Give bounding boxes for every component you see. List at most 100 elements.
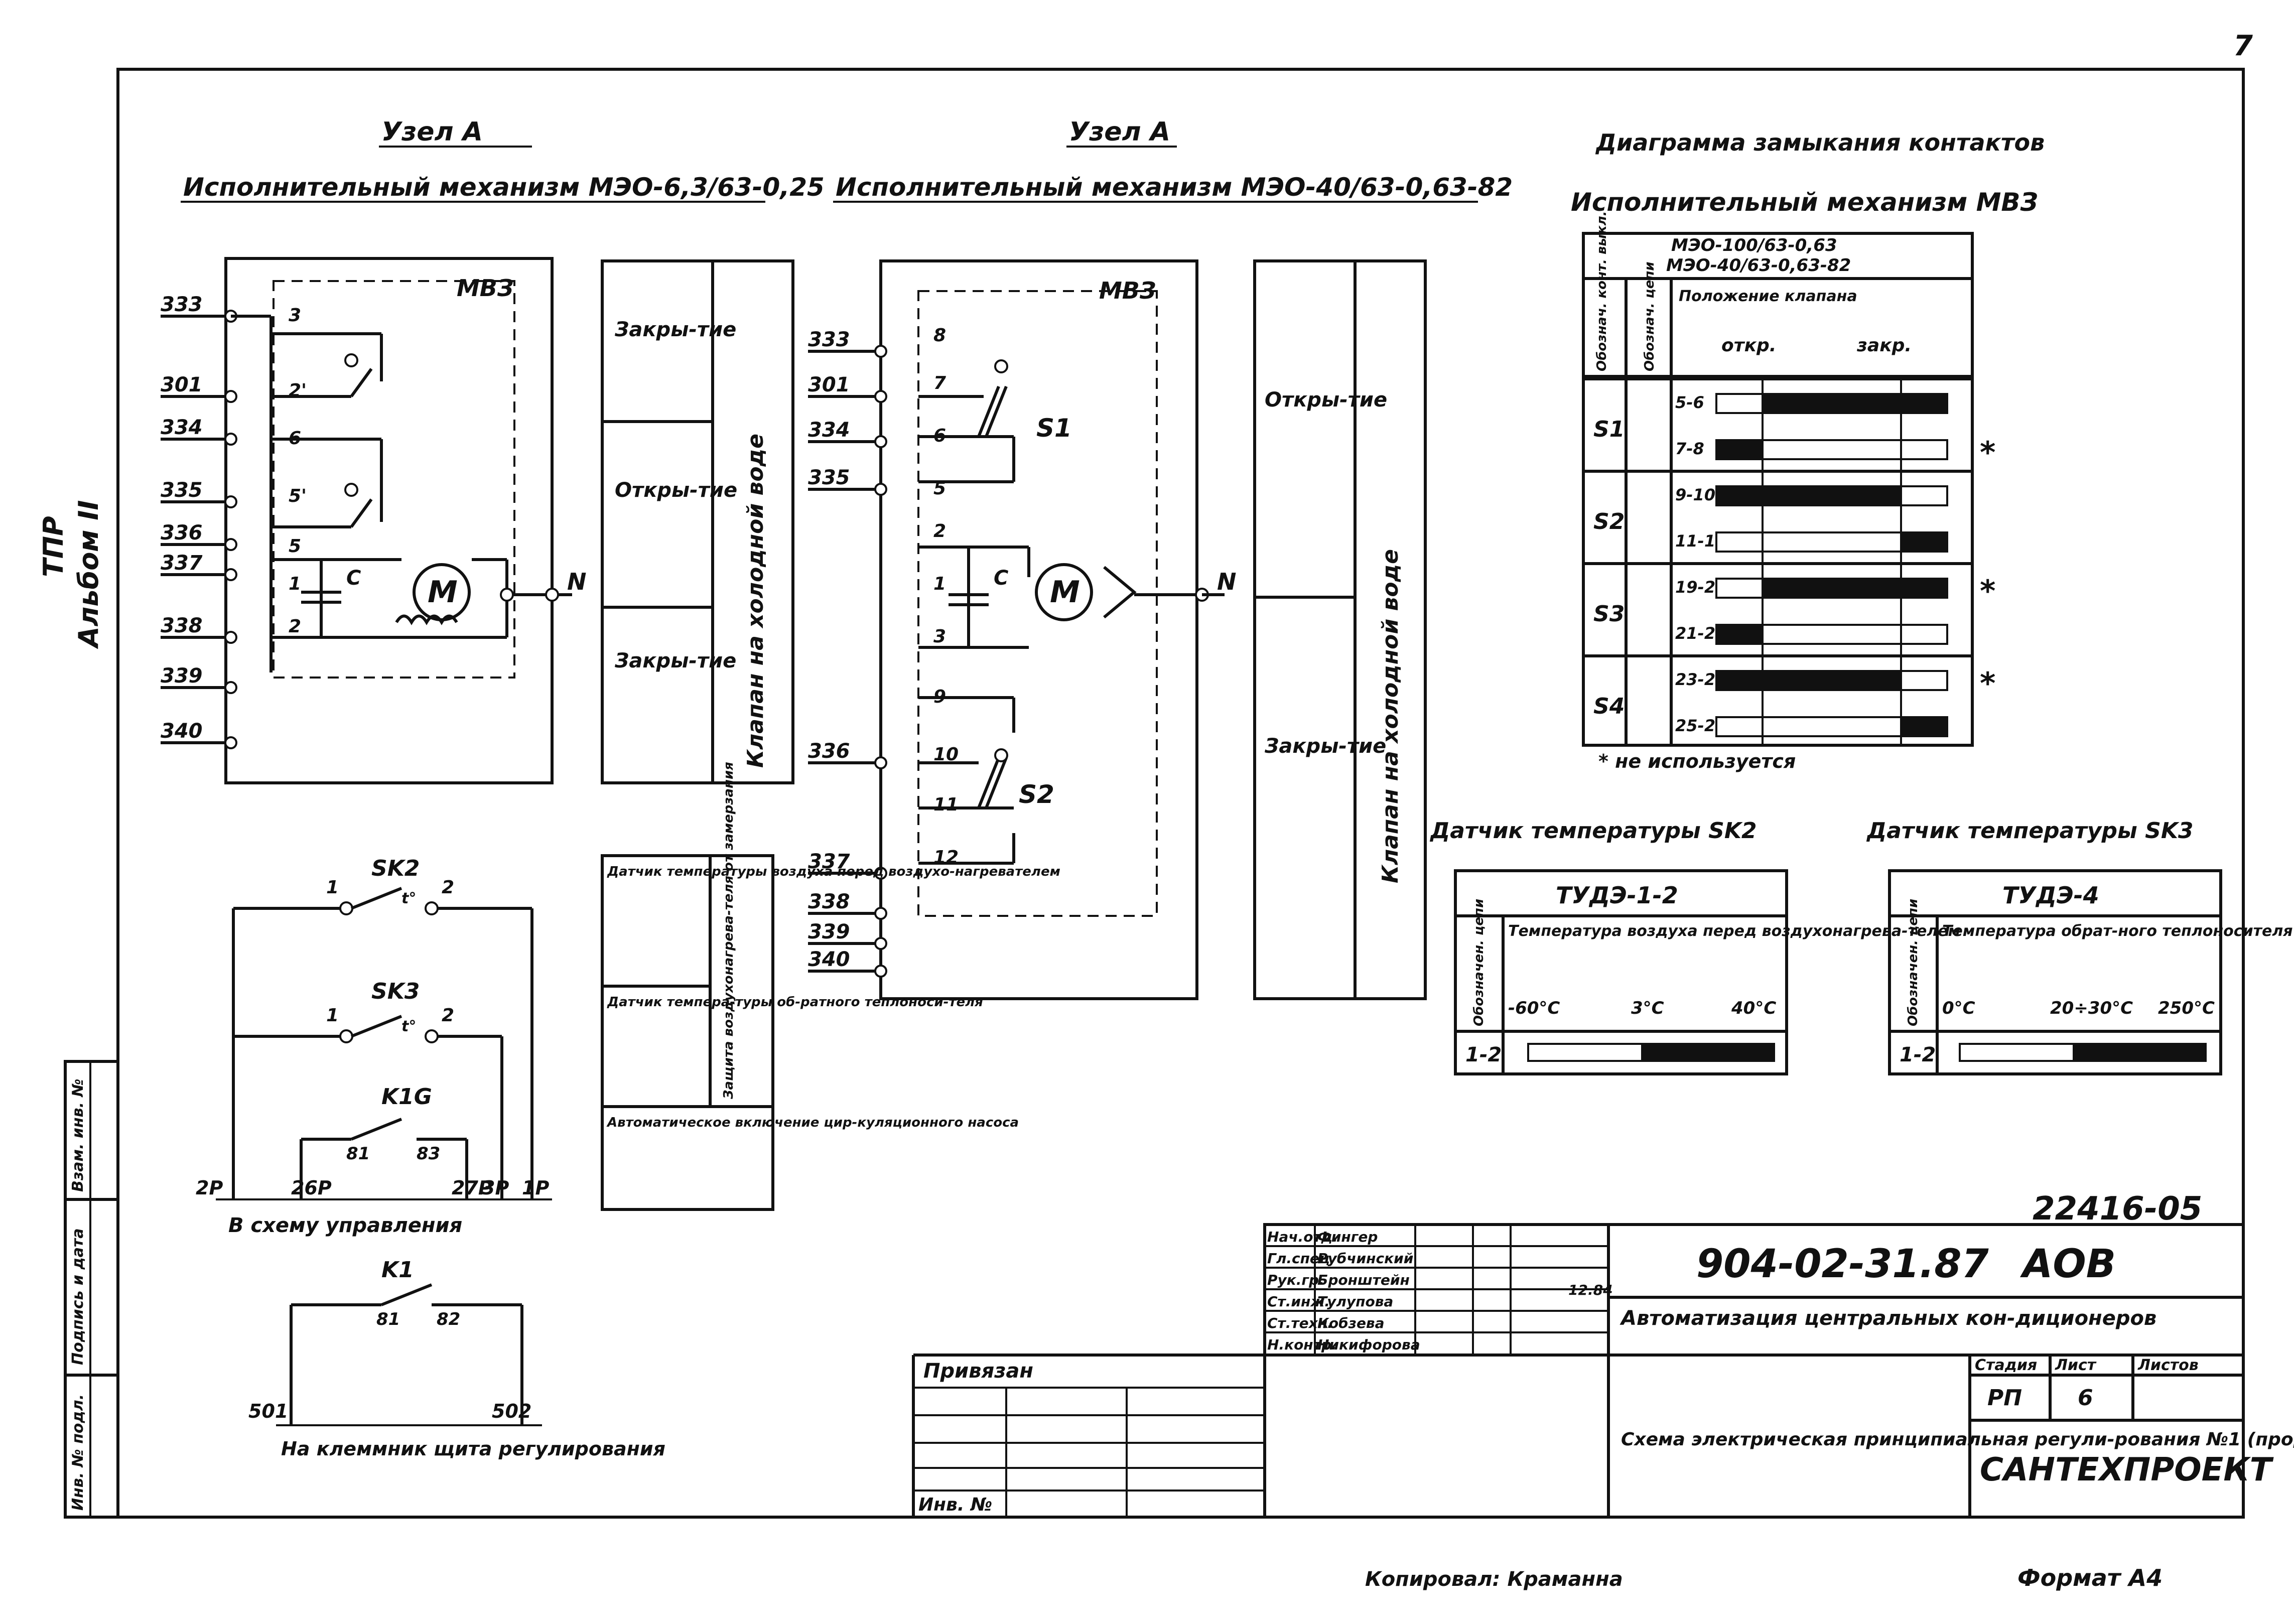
terminal-node — [224, 433, 237, 446]
sk3-c1: 1 — [326, 1005, 339, 1026]
left-state-table — [601, 259, 794, 784]
label-closed: закр. — [1856, 335, 1912, 356]
legend-1-func: Защита воздухонагрева-теля от замерзания — [721, 762, 736, 1100]
sk2-tick-2: 3°C — [1631, 998, 1664, 1018]
terminal-label: 336 — [161, 521, 203, 545]
sensor-sk2-title: Датчик температуры SK2 — [1429, 818, 1757, 844]
terminal-node — [874, 390, 887, 403]
term-2p: 2P — [196, 1177, 223, 1199]
left-state-2: Откры-тие — [615, 479, 737, 502]
terminal-node — [224, 390, 237, 403]
bound-label: Привязан — [923, 1360, 1033, 1383]
contact-circuit: 7-8 — [1675, 439, 1704, 458]
mid-scheme-title: Исполнительный механизм МЭО-40/63-0,63-8… — [836, 173, 1513, 202]
contact-switch: S3 — [1593, 601, 1625, 627]
sensor-sk2-model: ТУДЭ-1-2 — [1556, 882, 1678, 909]
terminal-node — [224, 681, 237, 694]
term-26p: 26P — [291, 1177, 332, 1199]
unused-marker: * — [1980, 666, 1995, 701]
k1g-label: K1G — [381, 1084, 432, 1110]
switch-blade — [977, 757, 1000, 809]
sheet-label: Лист — [2055, 1357, 2097, 1374]
left-valve-label: Клапан на холодной воде — [743, 434, 768, 768]
contact-switch: S2 — [1593, 509, 1625, 534]
doc-code: 904-02-31.87 — [1696, 1242, 1989, 1287]
sk2-row: 1-2 — [1465, 1043, 1502, 1066]
inv-label: Инв. № — [918, 1495, 992, 1515]
sk3-col-circuit: Обозначен. цепи — [1906, 899, 1921, 1026]
terminal-label: 301 — [161, 373, 203, 396]
contact-number: 6 — [289, 428, 301, 449]
contact-blade — [350, 1015, 402, 1038]
role-name: Тулупова — [1317, 1293, 1393, 1310]
terminal-label: 333 — [808, 328, 850, 351]
motor-winding — [395, 614, 458, 625]
legend-1: Датчик температуры воздуха перед воздухо… — [607, 864, 1060, 879]
copied-by: Копировал: Краманна — [1365, 1568, 1623, 1591]
col-contact: Обознач. конт. выкл. — [1594, 211, 1609, 371]
k1-c2: 82 — [437, 1309, 460, 1329]
role-title: Нач.отд. — [1267, 1229, 1338, 1245]
term-3p: 3P — [482, 1177, 509, 1199]
terminal-node — [874, 483, 887, 496]
contact-diagram-title: Диаграмма замыкания контактов — [1595, 129, 2045, 156]
contact-blade — [350, 1118, 402, 1141]
contact-closed-bar — [1901, 532, 1947, 552]
legend-2: Датчик темпера-туры об-ратного теплоноси… — [607, 995, 983, 1010]
contact-number: 3 — [289, 305, 301, 326]
sk3-tick-3: 250°C — [2158, 998, 2215, 1018]
contact-node — [339, 901, 353, 915]
terminal-node — [224, 568, 237, 581]
sheet-title: Схема электрическая принципиальная регул… — [1621, 1429, 2294, 1450]
terminal-label: 334 — [161, 416, 203, 439]
contact-footnote: * не используется — [1598, 750, 1796, 772]
contact-diagram-table — [1582, 232, 1974, 747]
left-motor-label: M — [428, 575, 458, 610]
terminal-node — [874, 345, 887, 358]
switch-pivot — [994, 748, 1008, 762]
terminal-label: 334 — [808, 419, 850, 442]
format-label: Формат А4 — [2017, 1564, 2163, 1591]
mid-state-2: Закры-тие — [1264, 735, 1386, 758]
sk3-closed-bar — [2073, 1044, 2206, 1061]
sk2-closed-bar — [1641, 1044, 1774, 1061]
sheets-label: Листов — [2137, 1357, 2199, 1374]
contact-number: 5' — [289, 486, 307, 506]
mid-mvz-box — [917, 290, 1158, 917]
contact-number: 1 — [933, 574, 946, 594]
motor-lead — [1027, 547, 1137, 619]
mid-switch-s2: S2 — [1019, 780, 1054, 809]
terminal-label: 338 — [808, 890, 850, 913]
contact-number: 2 — [289, 616, 301, 637]
stage-value: РП — [1987, 1385, 2022, 1411]
contact-node — [425, 901, 439, 915]
terminal-label: 301 — [808, 373, 850, 396]
organization: САНТЕХПРОЕКТ — [1980, 1451, 2274, 1488]
mid-state-table — [1253, 259, 1427, 1000]
contact-number: 2 — [933, 521, 946, 542]
role-title: Ст.инж. — [1267, 1293, 1330, 1310]
contact-number: 3 — [933, 626, 946, 647]
project-name: Автоматизация центральных кон-диционеров — [1620, 1307, 2156, 1330]
switch-blade — [977, 385, 1000, 438]
role-name: Рубчинский — [1317, 1250, 1413, 1267]
sk2-tick-3: 40°C — [1731, 998, 1776, 1018]
k1g-c2: 83 — [417, 1144, 440, 1164]
mid-node-title: Узел А — [1069, 117, 1170, 147]
left-state-1: Закры-тие — [614, 318, 736, 341]
unused-marker: * — [1980, 574, 1995, 609]
left-mvz-label: МВЗ — [457, 275, 514, 302]
switch-pivot — [344, 483, 358, 497]
sk3-tick-1: 0°C — [1942, 998, 1975, 1018]
terminal-out — [545, 588, 559, 602]
doc-suffix: АОВ — [2019, 1242, 2116, 1287]
contact-closed-bar — [1716, 440, 1763, 459]
sk3-c2: 2 — [442, 1005, 454, 1026]
model-2: МЭО-40/63-0,63-82 — [1666, 255, 1851, 276]
left-node-title: Узел А — [381, 117, 483, 147]
col-position: Положение клапана — [1679, 288, 1857, 305]
contact-number: 5 — [289, 536, 301, 557]
col-circuit: Обознач. цепи — [1642, 261, 1657, 371]
